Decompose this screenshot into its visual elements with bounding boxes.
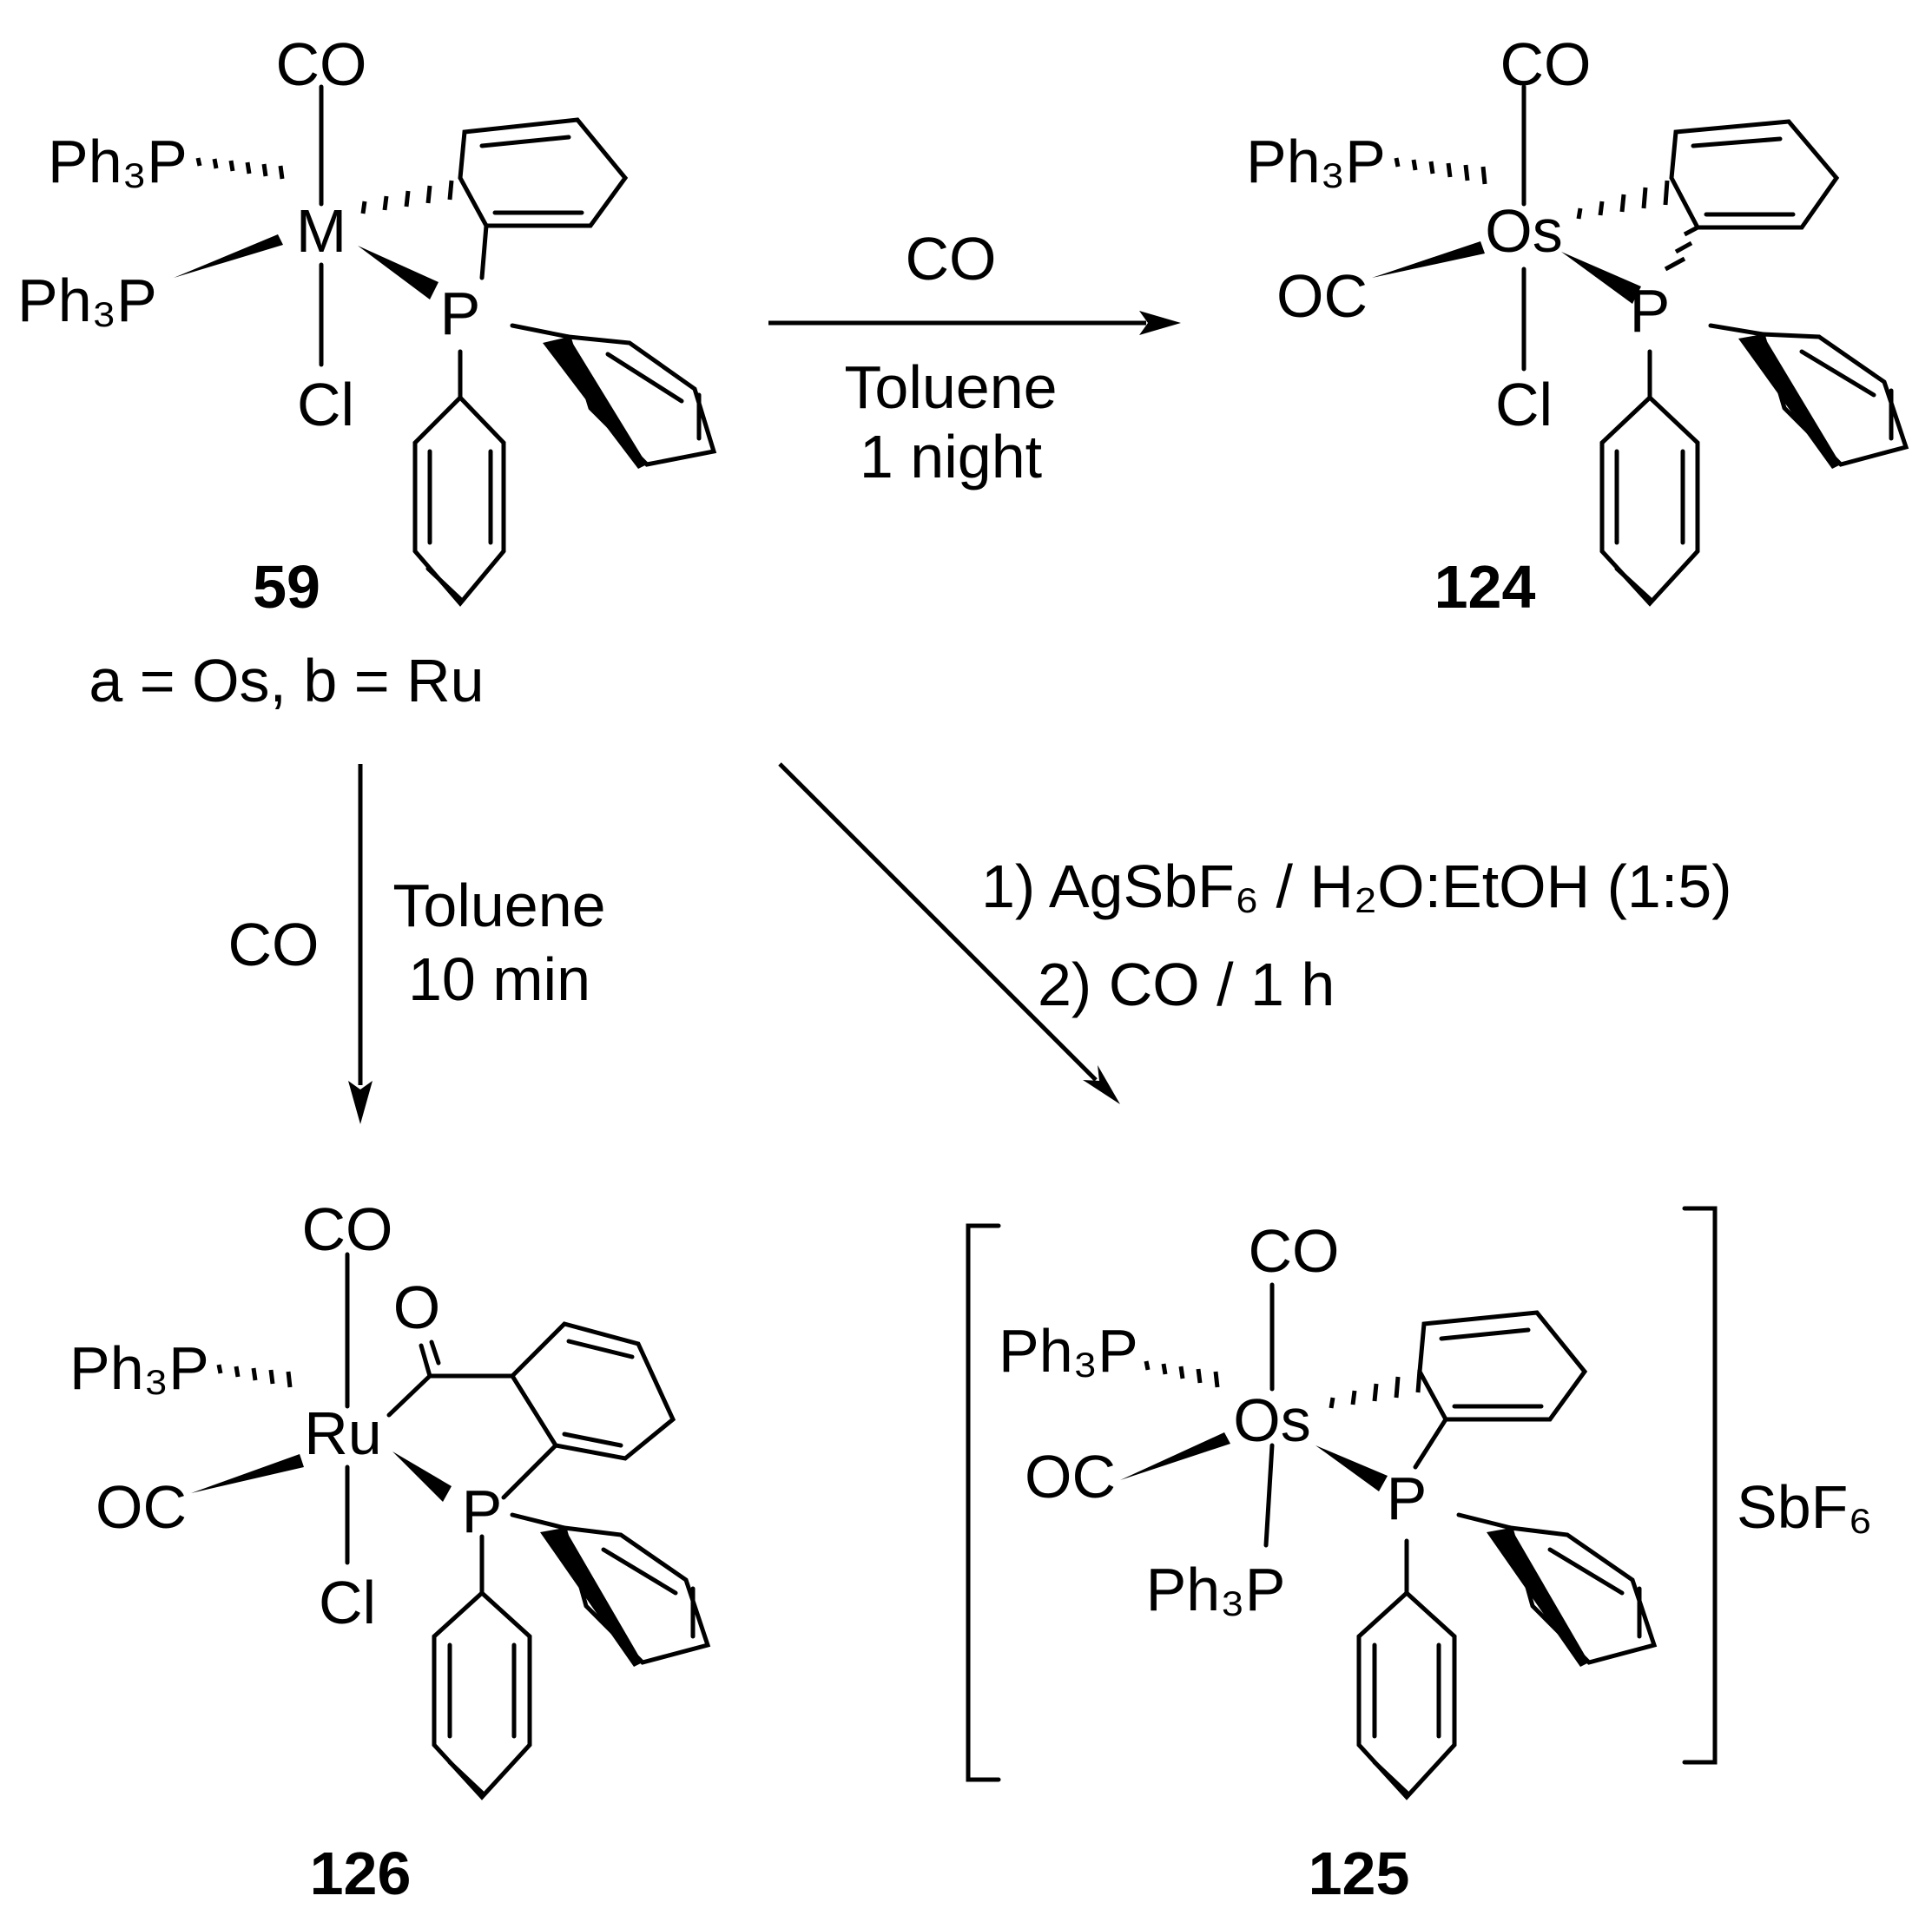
ligand-co-left: OC: [1025, 1443, 1116, 1511]
reagent-co: CO: [906, 225, 997, 293]
ligand-co: CO: [276, 30, 367, 98]
solvent-label: Toluene: [844, 353, 1057, 421]
reagent-co: CO: [228, 911, 320, 978]
metal-label: Os: [1485, 197, 1562, 265]
condition-step2: 2) CO / 1 h: [1038, 951, 1335, 1018]
ligand-pph3: Ph₃P: [69, 1334, 209, 1402]
compound-number: 125: [1309, 1840, 1410, 1907]
compound-number: 126: [310, 1840, 412, 1907]
ligand-co-top: CO: [1500, 30, 1592, 98]
ligand-cl: Cl: [319, 1569, 376, 1636]
ligand-pph3-upper: Ph₃P: [48, 128, 188, 195]
metal-legend: a = Os, b = Ru: [89, 647, 484, 714]
compound-number: 59: [253, 553, 320, 621]
wedge-bond-p: [1315, 1445, 1388, 1491]
ligand-pph3: Ph₃P: [1246, 128, 1386, 195]
ligand-cl: Cl: [1495, 371, 1553, 438]
compound-59: CO Ph₃P Ph₃P M P Cl 59 a = Os, b = Ru: [17, 30, 717, 714]
wedge-bond-p: [1561, 252, 1641, 304]
hashed-bond-pph3: [216, 1364, 293, 1388]
phosphorus-label: P: [1630, 277, 1671, 345]
wedge-bond-p: [358, 246, 438, 299]
ligand-cl: Cl: [297, 371, 354, 438]
compound-125: CO Ph₃P OC Os P Ph₃P SbF₆ 125: [966, 1206, 1873, 1907]
counterion-label: SbF₆: [1737, 1473, 1873, 1541]
bracket-left: [966, 1223, 1001, 1782]
hashed-bond-pph3: [195, 157, 285, 180]
compound-124: CO Ph₃P OC Os P Cl 124: [1246, 30, 1909, 621]
hashed-bond-aryl: [1576, 180, 1670, 220]
wedge-bond-co: [191, 1454, 304, 1493]
ligand-pph3-upper: Ph₃P: [999, 1317, 1138, 1385]
reaction-arrow-top: CO Toluene 1 night: [768, 225, 1181, 490]
time-label: 10 min: [408, 945, 590, 1013]
hashed-bond-aryl: [1329, 1369, 1422, 1409]
metal-label: Ru: [304, 1399, 381, 1467]
hashed-bond-pph3: [1394, 157, 1487, 185]
phosphorus-label: P: [1387, 1465, 1428, 1532]
bracket-right: [1682, 1206, 1718, 1765]
hashed-bond-aryl: [360, 180, 454, 214]
reaction-arrow-diagonal: 1) AgSbF₆ / H₂O:EtOH (1:5) 2) CO / 1 h: [778, 762, 1732, 1104]
phosphorus-label: P: [462, 1478, 503, 1545]
compound-number: 124: [1434, 553, 1536, 621]
ligand-co-left: OC: [1276, 262, 1368, 330]
metal-label: M: [296, 197, 346, 265]
reaction-arrow-down: CO Toluene 10 min: [228, 764, 606, 1124]
wedge-bond-p: [392, 1451, 452, 1502]
condition-step1: 1) AgSbF₆ / H₂O:EtOH (1:5): [981, 852, 1732, 920]
acyl-oxygen: O: [393, 1274, 440, 1341]
time-label: 1 night: [860, 423, 1042, 490]
hashed-bond-pph3: [1144, 1360, 1220, 1388]
ligand-pph3-lower: Ph₃P: [1146, 1556, 1286, 1623]
ligand-pph3-left: Ph₃P: [17, 267, 157, 334]
phosphorus-label: P: [440, 280, 481, 347]
ligand-co-left: OC: [96, 1473, 187, 1541]
ligand-co-top: CO: [1249, 1217, 1340, 1285]
wedge-bond-co: [1120, 1432, 1230, 1480]
solvent-label: Toluene: [392, 872, 605, 939]
wedge-bond-pph3: [174, 234, 283, 278]
metal-label: Os: [1233, 1386, 1310, 1454]
wedge-bond-co: [1372, 241, 1485, 278]
compound-126: CO O Ph₃P OC Ru P Cl 126: [69, 1195, 711, 1907]
ligand-co-top: CO: [302, 1195, 393, 1263]
